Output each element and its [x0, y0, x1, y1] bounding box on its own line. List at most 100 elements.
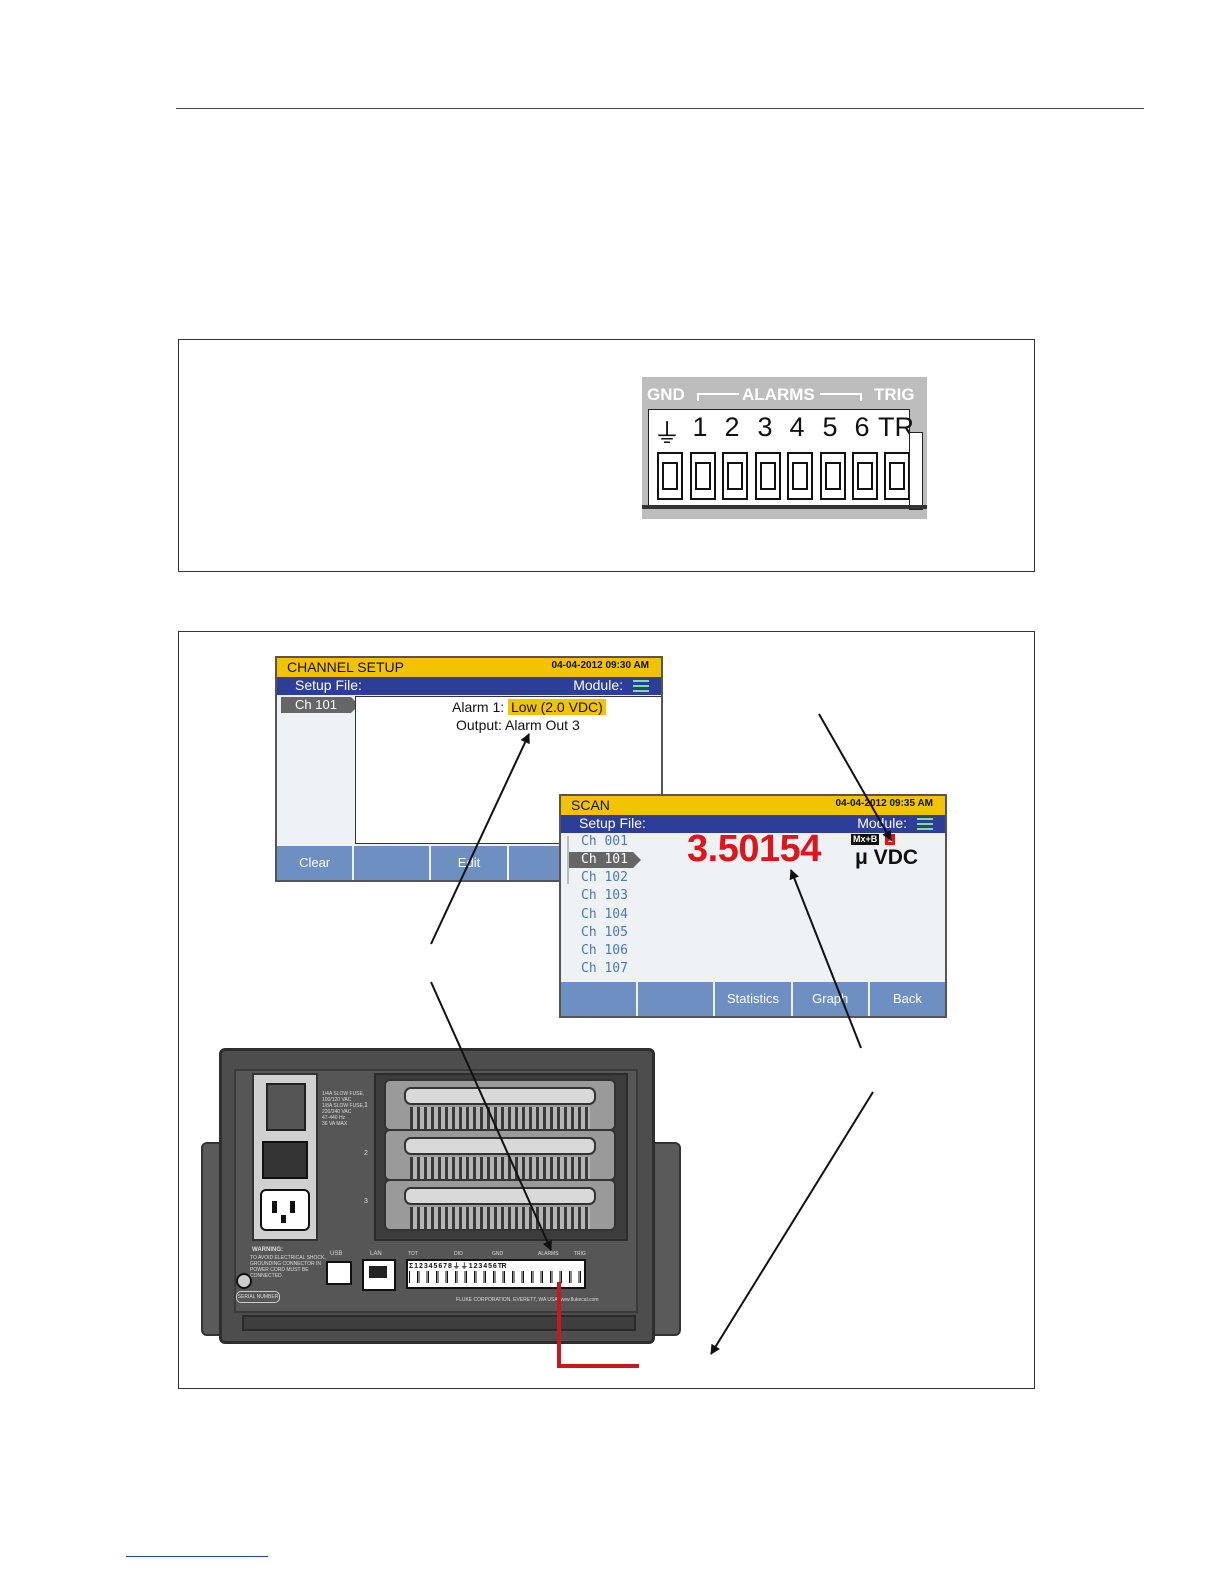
- callout-arrows: [430, 713, 892, 1368]
- arrow-to-alarm-output: [430, 733, 530, 945]
- slot-number-2: 2: [364, 1150, 368, 1157]
- channel-list-scrollbar[interactable]: [567, 836, 569, 884]
- header-rule: [176, 108, 1144, 109]
- footer-link-rule: [126, 1556, 268, 1557]
- setup-file-bar: Setup File: Module:: [277, 677, 661, 695]
- output-value[interactable]: Alarm Out 3: [505, 717, 580, 733]
- terminal-socket: [884, 452, 910, 500]
- alarm-1-value[interactable]: Low (2.0 VDC): [508, 699, 606, 715]
- arrow-to-alarm-indicator: [818, 713, 892, 841]
- setup-file-bar: Setup File: Module:: [561, 815, 945, 833]
- power-inlet: [260, 1189, 310, 1231]
- terminal-gnd-label: ⏚: [653, 419, 681, 449]
- alarms-bracket: [697, 393, 862, 401]
- fuse-rating-text: 1/4A SLOW FUSE, 100/120 VAC 1/8A SLOW FU…: [322, 1091, 365, 1127]
- terminal-socket: [787, 452, 813, 500]
- tot-label: TOT: [408, 1251, 418, 1257]
- warning-title: WARNING:: [252, 1247, 283, 1253]
- gnd-label-small: GND: [492, 1251, 504, 1257]
- terminal-trig-label: TR: [878, 412, 914, 442]
- figure-alarm-connector: GND ALARMS TRIG ⏚ 1 2 3 4 5 6 TR: [178, 339, 1035, 572]
- terminal-6-label: 6: [854, 412, 870, 442]
- module-slot-bay: 1 2 3: [364, 1073, 628, 1241]
- screen-title: CHANNEL SETUP: [287, 659, 404, 675]
- screen-datetime: 04-04-2012 09:30 AM: [551, 660, 649, 671]
- arrow-to-external-device: [710, 1091, 874, 1355]
- terminal-strip-numbers: Σ 1 2 3 4 5 6 7 8 ⏚ ⏚ 1 2 3 4 5 6 TR: [409, 1263, 507, 1270]
- power-entry-module: [252, 1073, 318, 1241]
- terminal-3-label: 3: [757, 412, 773, 442]
- ground-terminal: [236, 1273, 252, 1289]
- softkey-blank[interactable]: [561, 982, 639, 1016]
- connector-terminal-block: ⏚ 1 2 3 4 5 6 TR: [648, 409, 914, 507]
- trig-label-small: TRIG: [574, 1251, 586, 1257]
- terminal-socket: [820, 452, 846, 500]
- arrow-to-alarm-terminal: [430, 981, 552, 1251]
- screen-datetime: 04-04-2012 09:35 AM: [835, 798, 933, 809]
- fuse-holder: [266, 1083, 306, 1131]
- input-module-card: [384, 1129, 616, 1181]
- serial-number-label: SERIAL NUMBER: [236, 1291, 280, 1303]
- warning-text: TO AVOID ELECTRICAL SHOCK, GROUNDING CON…: [250, 1255, 326, 1279]
- alarms-label: ALARMS: [742, 385, 815, 404]
- terminal-2-label: 2: [724, 412, 740, 442]
- usb-port: [326, 1261, 352, 1285]
- channel-list-item[interactable]: Ch 103: [581, 888, 628, 903]
- input-module-card: [384, 1179, 616, 1231]
- output-label: Output:: [456, 717, 502, 733]
- channel-list-item[interactable]: Ch 106: [581, 943, 628, 958]
- channel-settings-panel: Alarm 1: Low (2.0 VDC) Output: Alarm Out…: [355, 696, 661, 844]
- rear-terminal-strip: Σ 1 2 3 4 5 6 7 8 ⏚ ⏚ 1 2 3 4 5 6 TR: [406, 1259, 586, 1289]
- mxb-badge: Mx+B: [851, 834, 880, 845]
- instrument-rear-panel: 1/4A SLOW FUSE, 100/120 VAC 1/8A SLOW FU…: [219, 1048, 655, 1344]
- alarms-label-small: ALARMS: [538, 1251, 559, 1257]
- terminal-socket: [852, 452, 878, 500]
- gnd-label: GND: [647, 385, 685, 404]
- usb-label: USB: [330, 1251, 343, 1257]
- softkey-clear[interactable]: Clear: [277, 846, 355, 880]
- slot-number-1: 1: [364, 1102, 368, 1109]
- softkey-graph[interactable]: Graph: [792, 982, 870, 1016]
- figure-alarm-workflow: 1/4A SLOW FUSE, 100/120 VAC 1/8A SLOW FU…: [178, 631, 1035, 1389]
- arrow-to-reading: [789, 869, 862, 1049]
- connector-base: [642, 505, 927, 509]
- module-label: Module:: [573, 677, 623, 693]
- lan-port: [362, 1259, 396, 1291]
- manufacturer-text: FLUKE CORPORATION, EVERETT, WA USA www.f…: [456, 1297, 599, 1303]
- terminal-1-label: 1: [692, 412, 708, 442]
- terminal-socket: [690, 452, 716, 500]
- softkey-back[interactable]: Back: [869, 982, 945, 1016]
- output-row: Output: Alarm Out 3: [456, 717, 580, 733]
- terminal-socket: [657, 452, 683, 500]
- softkey-blank[interactable]: [638, 982, 716, 1016]
- trig-label: TRIG: [874, 385, 915, 404]
- connector-side-edge: [909, 432, 923, 510]
- module-menu-icon[interactable]: [633, 680, 649, 692]
- terminal-socket: [722, 452, 748, 500]
- setup-file-label: Setup File:: [295, 677, 362, 693]
- channel-list-item[interactable]: Ch 104: [581, 907, 628, 922]
- module-menu-icon[interactable]: [917, 818, 933, 830]
- alarm-1-label: Alarm 1:: [452, 699, 505, 715]
- softkey-blank[interactable]: [354, 846, 432, 880]
- softkey-statistics[interactable]: Statistics: [715, 982, 793, 1016]
- alarm-row: Alarm 1: Low (2.0 VDC): [452, 699, 606, 715]
- selected-channel-tag[interactable]: Ch 101: [569, 852, 641, 868]
- connector-labels: GND ALARMS TRIG: [646, 385, 922, 407]
- softkey-bar: Statistics Graph Back: [561, 982, 945, 1016]
- channel-list-item[interactable]: Ch 001: [581, 834, 628, 849]
- measurement-unit: μ VDC: [855, 846, 919, 869]
- channel-list-item[interactable]: Ch 107: [581, 961, 628, 976]
- channel-list-item[interactable]: Ch 102: [581, 870, 628, 885]
- input-module-card: [384, 1079, 616, 1131]
- alarm-connector: GND ALARMS TRIG ⏚ 1 2 3 4 5 6 TR: [642, 377, 927, 519]
- slot-number-3: 3: [364, 1198, 368, 1205]
- dio-label: DIO: [454, 1251, 463, 1257]
- screen-title: SCAN: [571, 797, 610, 813]
- screen-title-bar: CHANNEL SETUP 04-04-2012 09:30 AM: [277, 658, 661, 677]
- setup-file-label: Setup File:: [579, 815, 646, 831]
- channel-list-item[interactable]: Ch 105: [581, 925, 628, 940]
- lan-label: LAN: [370, 1251, 382, 1257]
- terminal-5-label: 5: [822, 412, 838, 442]
- instrument-foot: [242, 1315, 636, 1331]
